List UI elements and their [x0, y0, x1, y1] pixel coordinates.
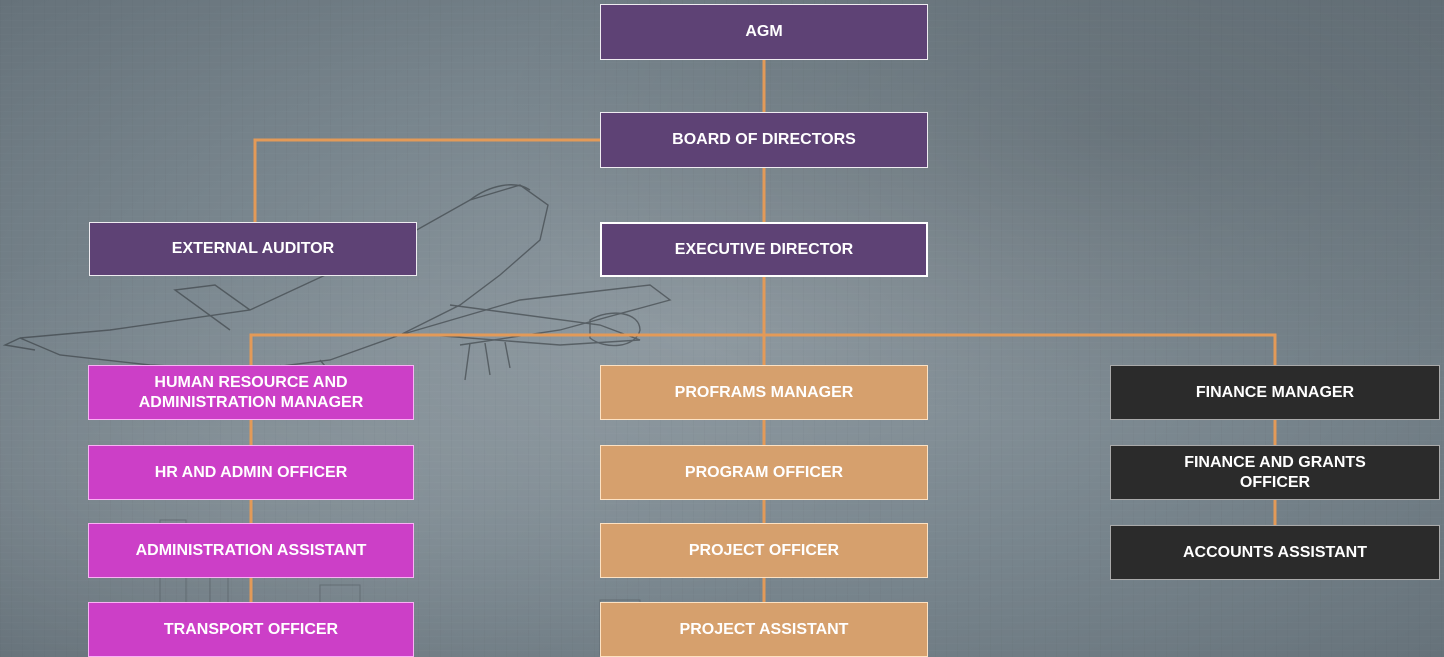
node-finance-grants-officer: FINANCE AND GRANTS OFFICER	[1110, 445, 1440, 500]
node-accounts-assistant: ACCOUNTS ASSISTANT	[1110, 525, 1440, 580]
node-project-officer: PROJECT OFFICER	[600, 523, 928, 578]
connector-board-auditor	[253, 138, 602, 224]
node-hr-admin-officer: HR AND ADMIN OFFICER	[88, 445, 414, 500]
node-administration-assistant: ADMINISTRATION ASSISTANT	[88, 523, 414, 578]
node-board-of-directors: BOARD OF DIRECTORS	[600, 112, 928, 168]
node-project-assistant: PROJECT ASSISTANT	[600, 602, 928, 657]
connector-horizontal-bus	[249, 333, 1277, 367]
node-finance-manager: FINANCE MANAGER	[1110, 365, 1440, 420]
node-programs-manager: PROFRAMS MANAGER	[600, 365, 928, 420]
node-executive-director: EXECUTIVE DIRECTOR	[600, 222, 928, 277]
node-hr-admin-manager: HUMAN RESOURCE AND ADMINISTRATION MANAGE…	[88, 365, 414, 420]
node-agm: AGM	[600, 4, 928, 60]
node-program-officer: PROGRAM OFFICER	[600, 445, 928, 500]
node-external-auditor: EXTERNAL AUDITOR	[89, 222, 417, 276]
node-transport-officer: TRANSPORT OFFICER	[88, 602, 414, 657]
